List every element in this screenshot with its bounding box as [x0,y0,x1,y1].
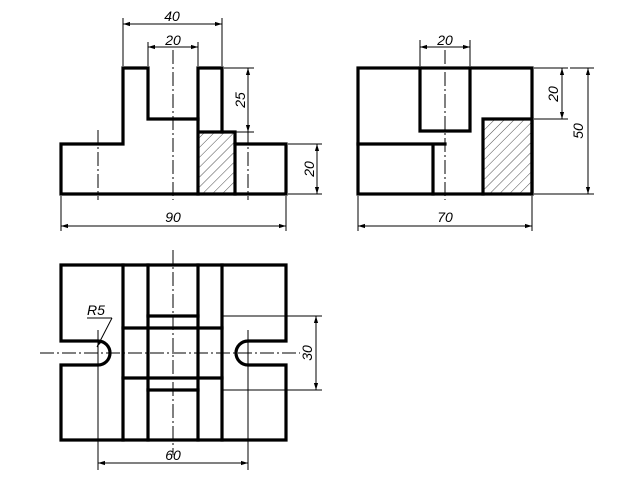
front-view-section-hatch [198,132,235,194]
front-view: 40 20 25 20 90 [59,8,322,231]
top-view: R5 30 60 [40,250,322,470]
side-dim-70-label: 70 [437,209,453,225]
r5-leader-line [96,317,113,348]
side-view: 20 20 50 70 [356,32,594,231]
side-view-section-hatch [483,119,532,194]
r5-label: R5 [87,302,105,318]
dim-20-top-label: 20 [164,32,181,48]
front-view-inner-edges [196,117,237,196]
side-dim-20-top-label: 20 [436,32,453,48]
side-dim-50-label: 50 [570,123,586,139]
dim-40-label: 40 [164,8,180,24]
dim-25-label: 25 [232,92,248,109]
top-view-outline [59,263,288,442]
side-dim-20-right-label: 20 [545,86,561,103]
dim-60-label: 60 [165,447,181,463]
side-view-inner-edges [356,117,534,196]
front-view-outline [59,66,288,196]
dim-30-label: 30 [299,345,315,361]
dim-20-right-label: 20 [301,161,317,178]
dim-90-label: 90 [165,209,181,225]
side-view-slot [418,66,472,133]
